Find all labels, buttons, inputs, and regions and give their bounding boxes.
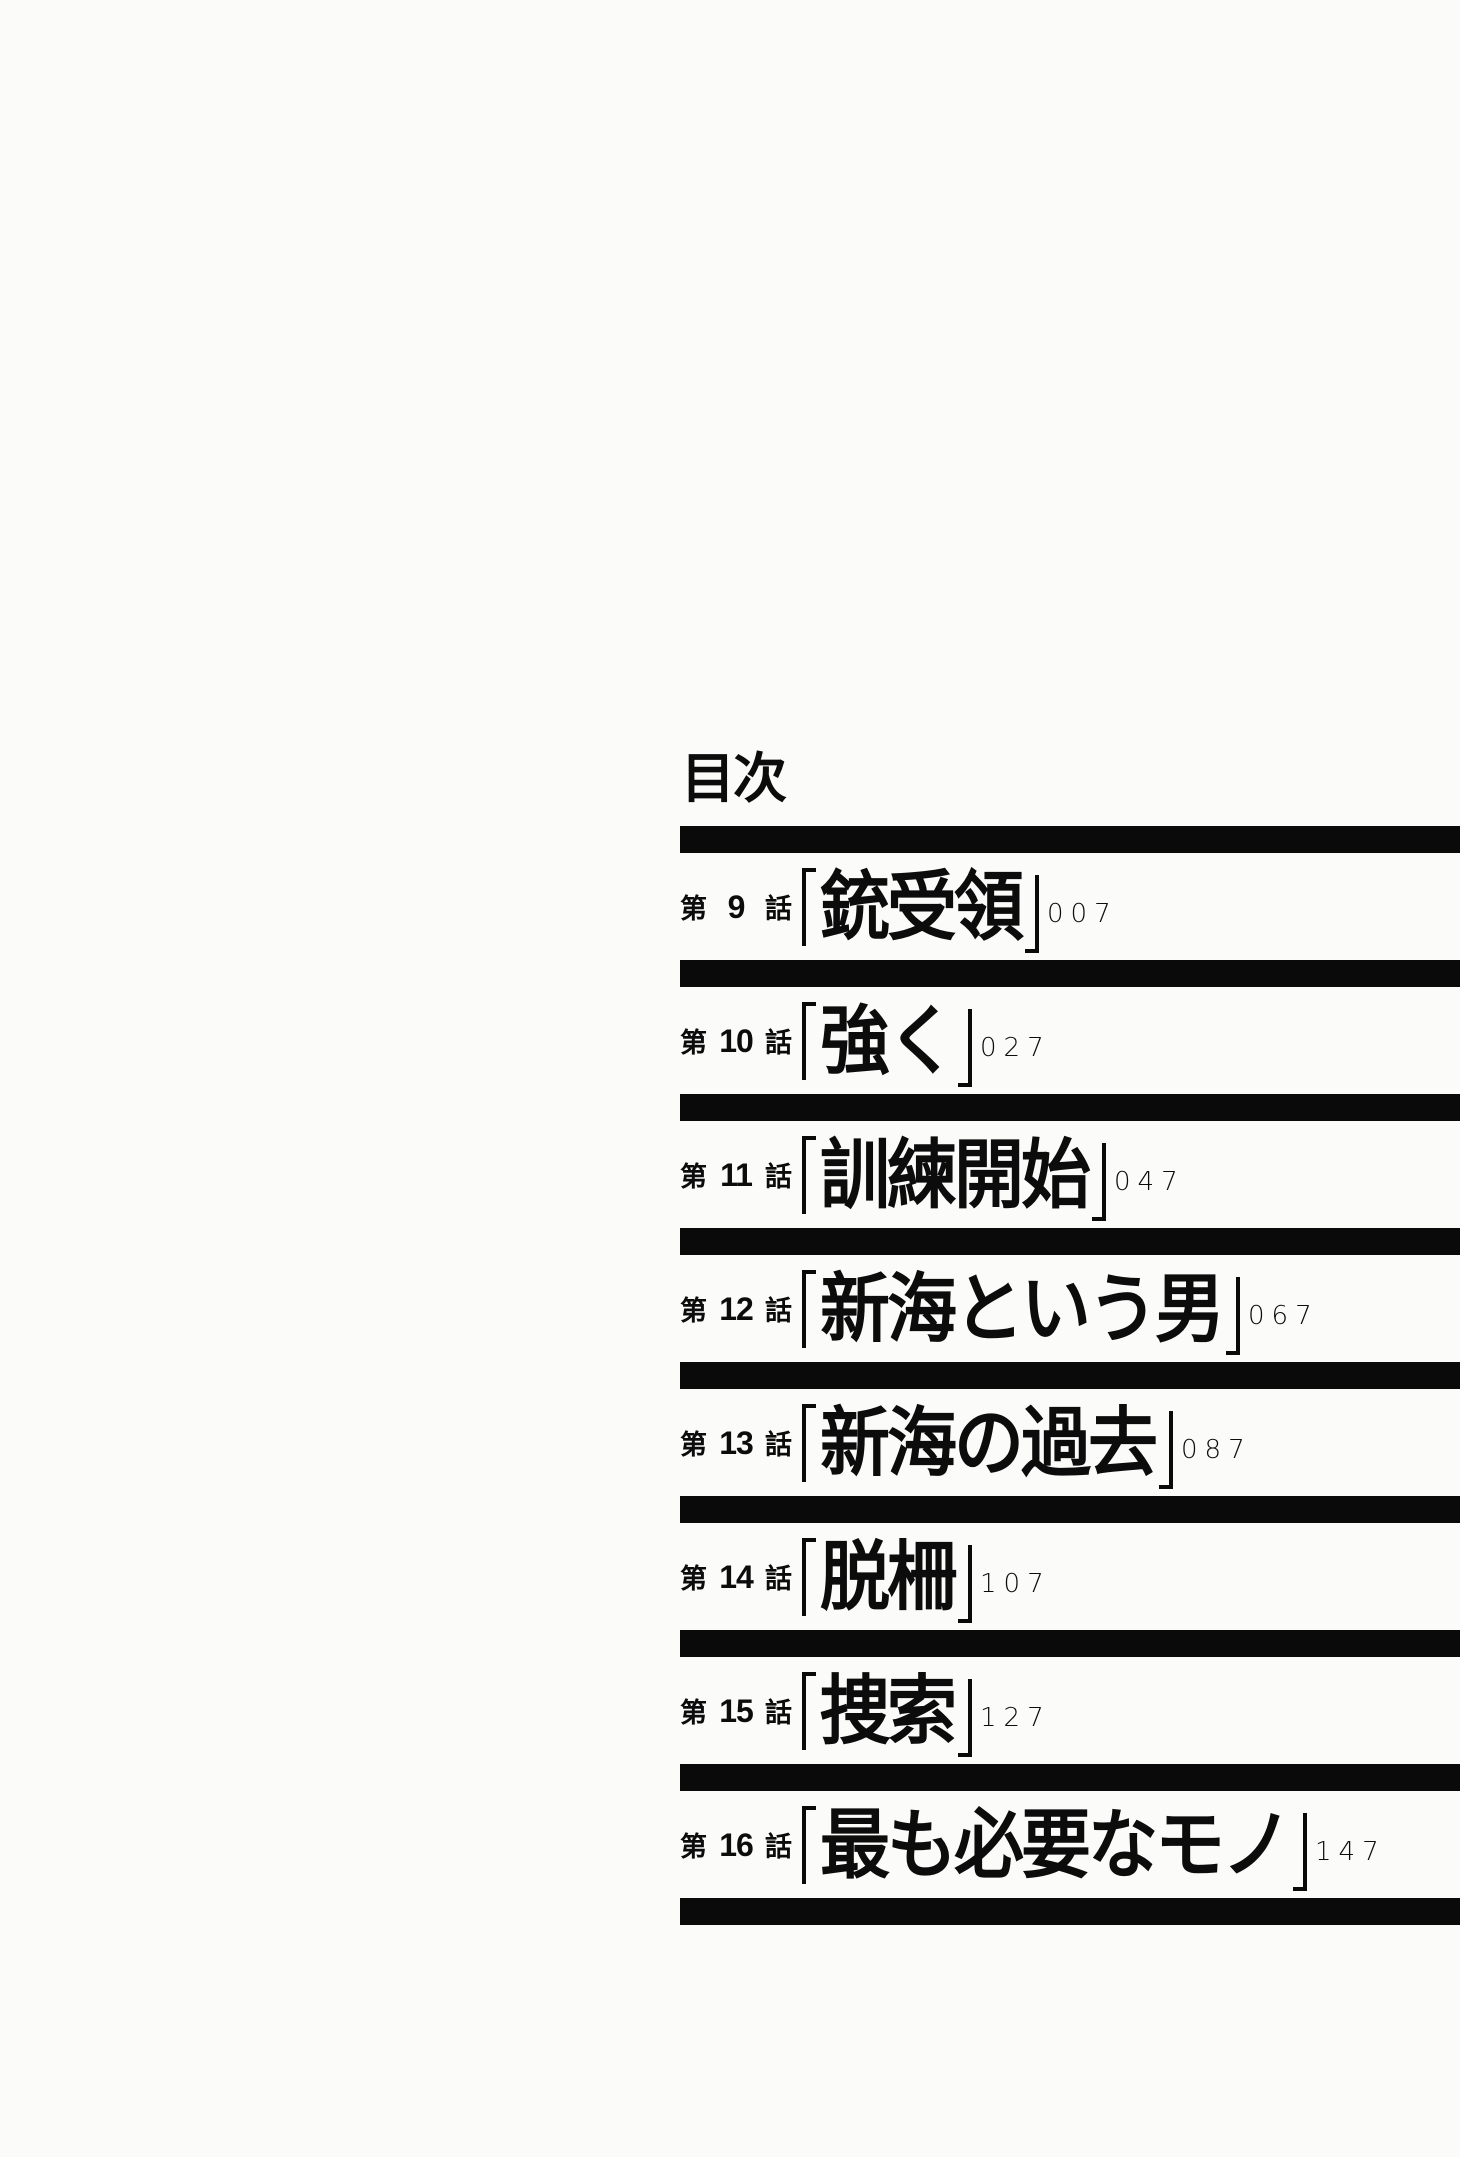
divider-bar: [680, 1228, 1460, 1255]
open-bracket: [802, 1001, 816, 1080]
episode-suffix: 話: [764, 1162, 792, 1193]
episode-title: 訓練開始: [820, 1130, 1091, 1219]
toc-entry[interactable]: 第 11 話 訓練開始 047: [680, 1121, 1460, 1228]
episode-prefix: 第: [680, 1430, 707, 1461]
episode-number: 15: [719, 1693, 754, 1729]
page-number: 107: [980, 1568, 1051, 1599]
toc-entry[interactable]: 第 13 話 新海の過去 087: [680, 1389, 1460, 1496]
episode-title-group: 脱柵: [802, 1523, 972, 1630]
toc-entry[interactable]: 第 10 話 強く 027: [680, 987, 1460, 1094]
episode-suffix: 話: [765, 1430, 792, 1461]
episode-label: 第 13 話: [680, 1423, 792, 1462]
episode-title-group: 最も必要なモノ: [802, 1791, 1307, 1898]
page-number: 087: [1181, 1434, 1252, 1465]
open-bracket: [802, 1805, 816, 1884]
episode-title-group: 新海の過去: [802, 1389, 1173, 1496]
episode-title: 新海の過去: [820, 1398, 1158, 1487]
episode-label: 第 12 話: [680, 1289, 792, 1328]
close-bracket: [1293, 1812, 1307, 1891]
episode-title: 新海という男: [820, 1264, 1225, 1353]
episode-label: 第 16 話: [680, 1825, 792, 1864]
close-bracket: [1092, 1142, 1106, 1221]
episode-title-group: 強く: [802, 987, 972, 1094]
open-bracket: [802, 1403, 816, 1482]
episode-number: 12: [719, 1291, 754, 1327]
close-bracket: [1159, 1410, 1173, 1489]
episode-suffix: 話: [765, 1564, 792, 1595]
divider-bar: [680, 960, 1460, 987]
toc-entry[interactable]: 第 14 話 脱柵 107: [680, 1523, 1460, 1630]
episode-title: 捜索: [820, 1666, 957, 1755]
episode-number: 14: [719, 1559, 754, 1595]
divider-bar: [680, 1362, 1460, 1389]
episode-suffix: 話: [765, 1832, 792, 1863]
episode-label: 第 11 話: [680, 1155, 792, 1194]
divider-bar: [680, 1898, 1460, 1925]
page-number: 147: [1315, 1836, 1386, 1867]
episode-prefix: 第: [680, 1564, 707, 1595]
episode-prefix: 第: [680, 1296, 707, 1327]
episode-title-group: 訓練開始: [802, 1121, 1106, 1228]
divider-bar: [680, 826, 1460, 853]
episode-title: 銃受領: [820, 862, 1024, 951]
episode-prefix: 第: [680, 1028, 707, 1059]
close-bracket: [958, 1544, 972, 1623]
episode-prefix: 第: [680, 894, 707, 925]
open-bracket: [802, 1537, 816, 1616]
toc-entry[interactable]: 第 9 話 銃受領 007: [680, 853, 1460, 960]
episode-number: 16: [719, 1827, 754, 1863]
divider-bar: [680, 1764, 1460, 1791]
page-number: 047: [1114, 1166, 1185, 1197]
episode-title: 強く: [820, 996, 957, 1085]
episode-title: 脱柵: [820, 1532, 957, 1621]
page-number: 127: [980, 1702, 1051, 1733]
episode-number: 11: [720, 1157, 753, 1193]
divider-bar: [680, 1496, 1460, 1523]
episode-suffix: 話: [765, 1698, 792, 1729]
episode-suffix: 話: [765, 1296, 792, 1327]
episode-number: 13: [719, 1425, 754, 1461]
episode-title: 最も必要なモノ: [820, 1800, 1292, 1889]
toc-entry[interactable]: 第 12 話 新海という男 067: [680, 1255, 1460, 1362]
episode-prefix: 第: [680, 1162, 707, 1193]
page-number: 067: [1248, 1300, 1319, 1331]
toc-entry[interactable]: 第 15 話 捜索 127: [680, 1657, 1460, 1764]
episode-number: 9: [727, 889, 746, 925]
toc-heading: 目次: [681, 747, 787, 810]
episode-prefix: 第: [680, 1832, 707, 1863]
episode-title-group: 銃受領: [802, 853, 1039, 960]
open-bracket: [802, 867, 816, 946]
episode-prefix: 第: [680, 1698, 707, 1729]
episode-label: 第 14 話: [680, 1557, 792, 1596]
page-number: 007: [1047, 898, 1118, 929]
episode-label: 第 9 話: [680, 887, 792, 926]
episode-label: 第 15 話: [680, 1691, 792, 1730]
close-bracket: [958, 1008, 972, 1087]
page-number: 027: [980, 1032, 1051, 1063]
episode-suffix: 話: [764, 894, 792, 925]
close-bracket: [958, 1678, 972, 1757]
divider-bar: [680, 1630, 1460, 1657]
close-bracket: [1226, 1276, 1240, 1355]
episode-label: 第 10 話: [680, 1021, 792, 1060]
open-bracket: [802, 1671, 816, 1750]
toc-list: 第 9 話 銃受領 007 第 10 話 強く 027: [680, 826, 1460, 1925]
divider-bar: [680, 1094, 1460, 1121]
episode-title-group: 新海という男: [802, 1255, 1240, 1362]
episode-title-group: 捜索: [802, 1657, 972, 1764]
toc-entry[interactable]: 第 16 話 最も必要なモノ 147: [680, 1791, 1460, 1898]
open-bracket: [802, 1269, 816, 1348]
episode-suffix: 話: [765, 1028, 792, 1059]
open-bracket: [802, 1135, 816, 1214]
episode-number: 10: [719, 1023, 754, 1059]
close-bracket: [1025, 874, 1039, 953]
